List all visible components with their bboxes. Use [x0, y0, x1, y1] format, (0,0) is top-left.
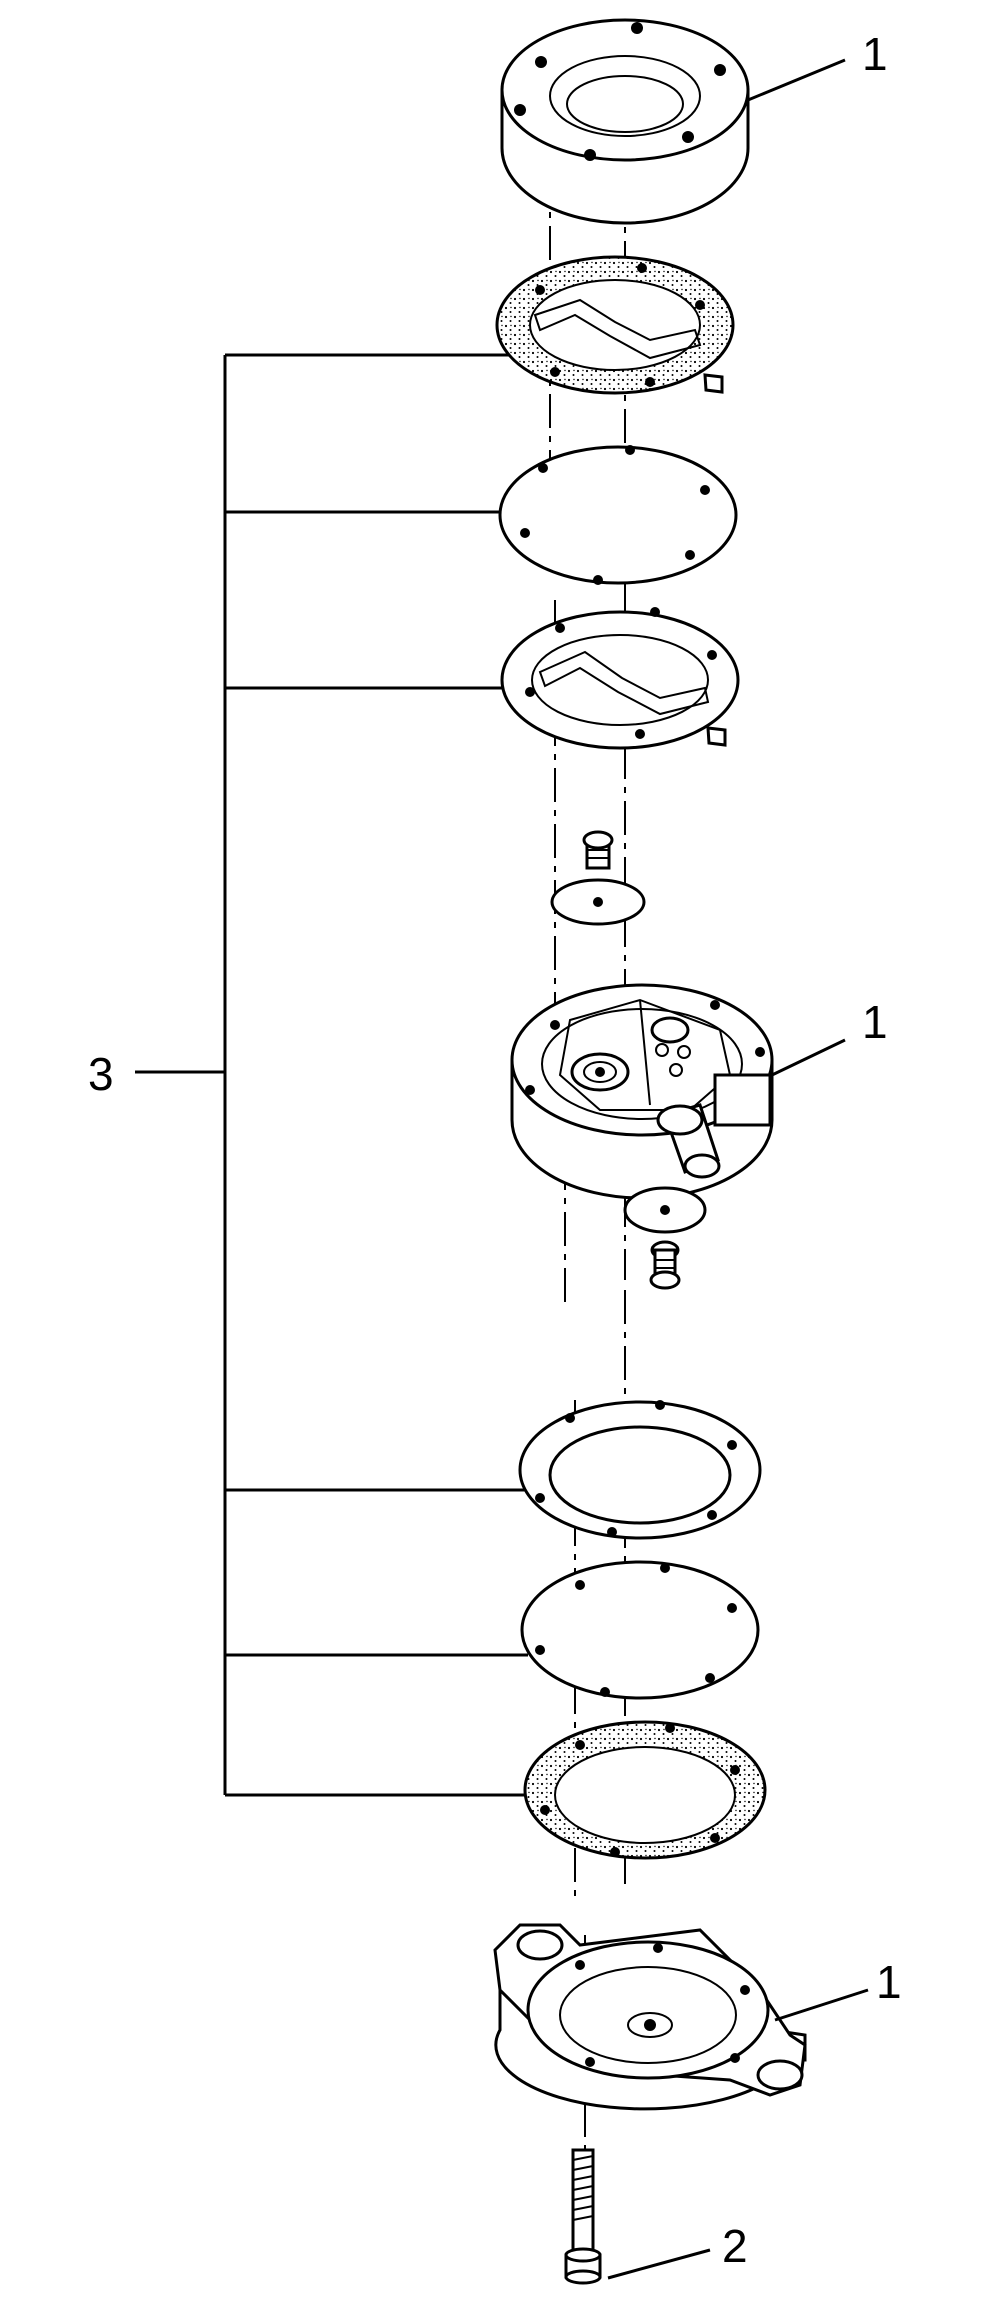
- gasket-kit-bracket: [135, 353, 530, 1797]
- upper-diaphragm: [498, 445, 738, 585]
- callout-base-cover: 1: [876, 1956, 902, 2008]
- callout-screw: 2: [722, 2220, 748, 2272]
- top-cover: [500, 18, 750, 225]
- upper-valve-assembly: [550, 830, 646, 926]
- callout-top-cover: 1: [862, 28, 888, 80]
- mounting-screw: [564, 2148, 602, 2285]
- base-cover: [493, 1923, 807, 2111]
- upper-gasket: [495, 255, 735, 395]
- callout-pump-body: 1: [862, 996, 888, 1048]
- lower-diaphragm: [520, 1560, 760, 1700]
- lower-gasket: [518, 1400, 762, 1540]
- leader-lines: [607, 58, 869, 2280]
- lower-valve-assembly: [623, 1186, 707, 1290]
- callout-gasket-kit: 3: [88, 1048, 114, 1100]
- pump-body: [510, 983, 774, 1200]
- middle-gasket: [500, 607, 740, 750]
- base-gasket: [523, 1720, 767, 1860]
